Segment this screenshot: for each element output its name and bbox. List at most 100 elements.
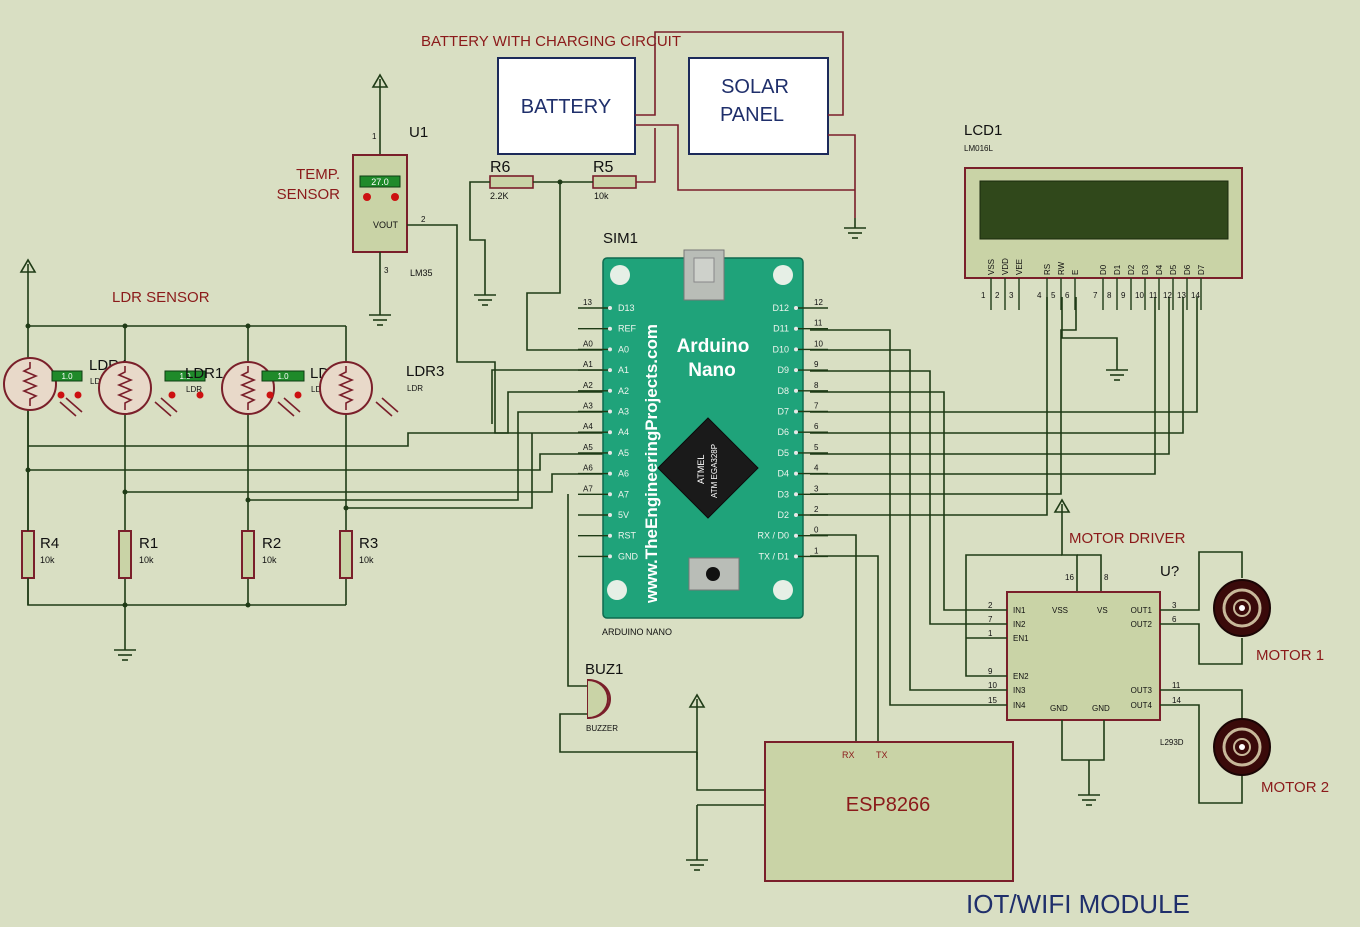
lcd-pin-name: D1 <box>1113 264 1122 275</box>
arduino-left-pin-name: D13 <box>618 303 635 313</box>
arduino-right-pin-num: 1 <box>814 546 819 555</box>
buzzer: BUZ1 BUZZER <box>559 494 697 753</box>
lcd-pin-num: 1 <box>981 291 986 300</box>
r2-value: 10k <box>262 555 277 565</box>
driver-right-pin-num: 3 <box>1172 601 1177 610</box>
arduino-right-pin-num: 0 <box>814 526 819 535</box>
lcd-pin-name: D0 <box>1099 264 1108 275</box>
driver-right-pin-name: OUT1 <box>1131 606 1153 615</box>
solar-label-1: SOLAR <box>721 76 789 98</box>
driver-right-pin-name: OUT3 <box>1131 686 1153 695</box>
driver-body <box>1006 591 1161 721</box>
motor2-symbol <box>1213 718 1271 776</box>
temp-label-2: SENSOR <box>277 186 341 203</box>
ldr1: 1.0 LDR1 LDR <box>98 361 223 415</box>
sim1-label: SIM1 <box>603 230 638 247</box>
driver-left-pin-num: 10 <box>988 681 997 690</box>
arduino-right-pin-name: D3 <box>777 489 789 499</box>
arduino-pin-dot <box>608 492 612 497</box>
ldr4-type: LDR <box>90 377 106 386</box>
arduino-right-pin-name: D8 <box>777 386 789 396</box>
lcd-pin-num: 7 <box>1093 291 1098 300</box>
lcd-pin-num: 4 <box>1037 291 1042 300</box>
driver-right-pin-num: 14 <box>1172 696 1181 705</box>
esp-rx: RX <box>842 750 855 760</box>
arduino-right-pin-name: D10 <box>772 344 789 354</box>
solar-label-2: PANEL <box>720 104 784 126</box>
arduino-right-pin-name: D4 <box>777 469 789 479</box>
u1-label: U1 <box>409 124 428 141</box>
arduino-pin-dot <box>794 554 798 559</box>
arduino-pin-dot <box>794 347 798 352</box>
buz1-label: BUZ1 <box>585 661 623 678</box>
esp-body <box>764 741 1014 882</box>
arduino-pin-dot <box>794 450 798 455</box>
arduino-pin-dot <box>608 471 612 476</box>
arduino-right-pin-num: 10 <box>814 339 823 348</box>
arduino-right-pin-num: 7 <box>814 402 819 411</box>
lcd1-label: LCD1 <box>964 122 1002 139</box>
arduino-pin-dot <box>794 471 798 476</box>
driver-right-pin-num: 6 <box>1172 615 1177 624</box>
arduino-left-pin-num: 13 <box>583 298 592 307</box>
lcd-pin-num: 6 <box>1065 291 1070 300</box>
chip-label-2: ATM EGA328P <box>710 444 719 498</box>
arduino-right-pin-num: 8 <box>814 381 819 390</box>
r3-resistor <box>339 530 353 579</box>
arduino-right-pin-num: 12 <box>814 298 823 307</box>
r2-resistor <box>241 530 255 579</box>
r6-resistor <box>489 175 534 189</box>
buzzer-caption: BUZZER <box>586 724 618 733</box>
lcd-pin-num: 5 <box>1051 291 1056 300</box>
r6-value: 2.2K <box>490 191 509 201</box>
arduino-right-pin-name: D7 <box>777 407 789 417</box>
arduino-label-2: Nano <box>688 360 736 381</box>
arduino-left-pin-name: REF <box>618 324 637 334</box>
esp-tx: TX <box>876 750 888 760</box>
driver-vs: VS <box>1097 606 1108 615</box>
driver-pin-8: 8 <box>1104 573 1109 582</box>
arduino-left-pins: 13D13REFA0A0A1A1A2A2A3A3A4A4A5A5A6A6A7A7… <box>578 298 639 561</box>
arduino-pin-dot <box>608 450 612 455</box>
lm35-label: LM35 <box>410 268 433 278</box>
lcd-pin-num: 14 <box>1191 291 1200 300</box>
arduino-pin-dot <box>794 533 798 538</box>
motor1-symbol <box>1213 579 1271 637</box>
arduino-left-pin-num: A1 <box>583 360 593 369</box>
arduino-left-pin-name: GND <box>618 551 639 561</box>
temp-sensor: 1 U1 TEMP. SENSOR 27.0 VOUT 2 3 LM35 <box>277 74 610 434</box>
r5-resistor <box>592 175 637 189</box>
lcd-pin-num: 9 <box>1121 291 1126 300</box>
vout-label: VOUT <box>373 220 399 230</box>
motor-driver: MOTOR DRIVER U? 16 8 VSS VS GND GND 2IN1… <box>965 499 1329 806</box>
lcd-pin-name: D2 <box>1127 264 1136 275</box>
driver-left-pin-name: EN2 <box>1013 672 1029 681</box>
lcd-pin-name: RW <box>1057 261 1066 275</box>
motor2-label: MOTOR 2 <box>1261 779 1329 796</box>
chip-label-1: ATMEL <box>696 455 706 484</box>
arduino-left-pin-name: A2 <box>618 386 629 396</box>
lcd-display: LCD1 LM016L 1VSS2VDD3VEE4RS5RW6E7D08D19D… <box>964 122 1243 381</box>
arduino-right-pin-num: 2 <box>814 505 819 514</box>
r1-resistor <box>118 530 132 579</box>
driver-left-pin-num: 2 <box>988 601 993 610</box>
lcd-pin-name: E <box>1071 270 1080 275</box>
r3-value: 10k <box>359 555 374 565</box>
driver-vss: VSS <box>1052 606 1068 615</box>
arduino-left-pin-name: A5 <box>618 448 629 458</box>
r1-value: 10k <box>139 555 154 565</box>
arduino-pin-dot <box>794 409 798 414</box>
driver-left-pin-name: IN1 <box>1013 606 1026 615</box>
arduino-right-pin-name: TX / D1 <box>758 551 789 561</box>
temp-pin-2: 2 <box>421 215 426 224</box>
digital-wiring <box>810 297 1198 742</box>
driver-gnd-2: GND <box>1092 704 1110 713</box>
arduino-pin-dot <box>608 430 612 435</box>
r2-label: R2 <box>262 535 281 552</box>
ldr3-type: LDR <box>407 384 423 393</box>
arduino-pin-dot <box>794 388 798 393</box>
arduino-nano-caption: ARDUINO NANO <box>602 627 672 637</box>
lcd-screen <box>979 180 1229 240</box>
temp-label-1: TEMP. <box>296 166 340 183</box>
temp-display <box>359 175 401 188</box>
